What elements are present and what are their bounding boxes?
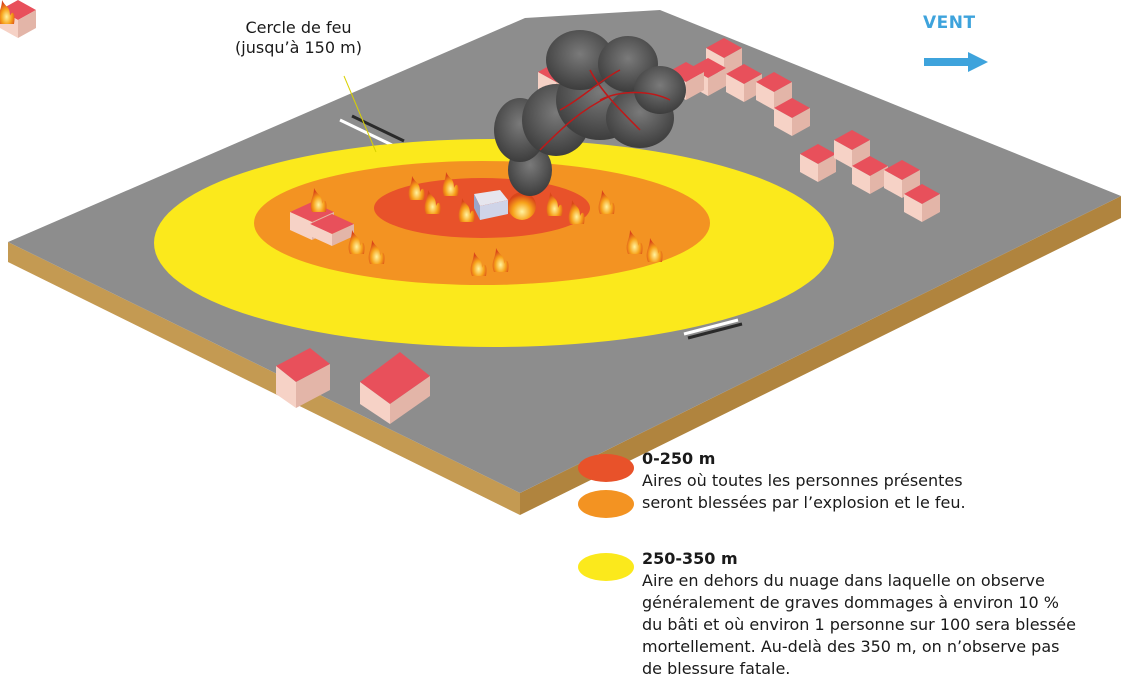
legend-zone-2: 250-350 m Aire en dehors du nuage dans l… — [642, 548, 1076, 680]
road-line — [339, 118, 393, 147]
smoke-plume — [494, 30, 686, 196]
road-line — [687, 322, 743, 340]
road-line — [683, 318, 739, 336]
ground-slab-left-side — [8, 242, 520, 515]
wind-label: VENT — [923, 13, 976, 33]
fire-circle-callout: Cercle de feu (jusqu’à 150 m) — [216, 18, 381, 58]
house-bottom-left-2 — [360, 352, 430, 424]
callout-line-2: (jusqu’à 150 m) — [235, 38, 362, 57]
legend-swatch-red — [578, 454, 634, 482]
legend-zone-2-title: 250-350 m — [642, 549, 738, 568]
tanker-truck — [474, 190, 508, 220]
legend-swatch-orange — [578, 490, 634, 518]
legend-zone-2-desc-line: mortellement. Au-delà des 350 m, on n’ob… — [642, 637, 1060, 656]
legend-zone-2-desc-line: de blessure fatale. — [642, 659, 791, 678]
house-bottom-left-1 — [276, 348, 330, 408]
ground-slab-front-side — [520, 196, 1121, 515]
callout-pointer — [343, 75, 377, 153]
explosion-fireball — [508, 192, 536, 220]
house-in-fire-zone — [290, 202, 354, 246]
legend-zone-2-desc-line: généralement de graves dommages à enviro… — [642, 593, 1059, 612]
legend-zone-2-desc-line: Aire en dehors du nuage dans laquelle on… — [642, 571, 1045, 590]
legend-zone-1-desc-line-2: seront blessées par l’explosion et le fe… — [642, 493, 966, 512]
legend-zone-1-desc-line-1: Aires où toutes les personnes présentes — [642, 471, 963, 490]
legend-zone-1-title: 0-250 m — [642, 449, 716, 468]
legend-zone-2-desc-line: du bâti et où environ 1 personne sur 100… — [642, 615, 1076, 634]
wind-arrow-icon — [924, 52, 988, 72]
callout-line-1: Cercle de feu — [245, 18, 352, 37]
road-line — [351, 114, 405, 143]
legend-swatch-yellow — [578, 553, 634, 581]
legend-zone-1: 0-250 m Aires où toutes les personnes pr… — [642, 448, 966, 514]
flames — [0, 0, 15, 24]
